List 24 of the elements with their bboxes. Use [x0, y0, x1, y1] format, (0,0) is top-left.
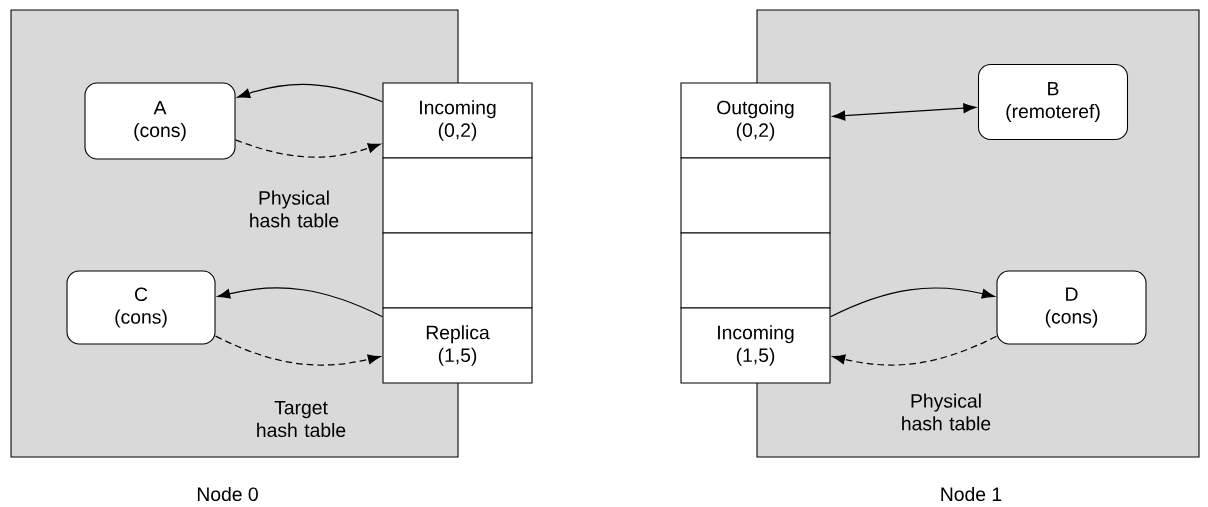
arrow: [234, 139, 381, 158]
table-caption: Physical hash table: [250, 190, 339, 228]
table-cell: Outgoing (0,2): [680, 82, 831, 159]
arrow: [237, 83, 384, 103]
table-cell: Incoming (1,5): [680, 307, 831, 384]
arrow: [214, 335, 381, 366]
arrow: [217, 287, 384, 318]
arrow: [832, 335, 998, 366]
arrow: [832, 103, 976, 121]
object-box: B (remoteref): [977, 63, 1129, 141]
object-box: D (cons): [996, 270, 1147, 345]
table-caption: Physical hash table: [902, 393, 991, 431]
table-cell: [680, 232, 831, 309]
table-cell: [382, 157, 533, 234]
table-caption: Target hash table: [257, 400, 346, 438]
table-cell: [680, 157, 831, 234]
panel-heading: Node 0: [197, 486, 258, 502]
object-box: C (cons): [66, 270, 216, 345]
table-cell: Incoming (0,2): [382, 82, 533, 159]
object-box: A (cons): [84, 82, 236, 160]
panel-heading: Node 1: [941, 486, 1002, 502]
table-cell: [382, 232, 533, 309]
arrow: [829, 287, 995, 318]
table-cell: Replica (1,5): [382, 307, 533, 384]
